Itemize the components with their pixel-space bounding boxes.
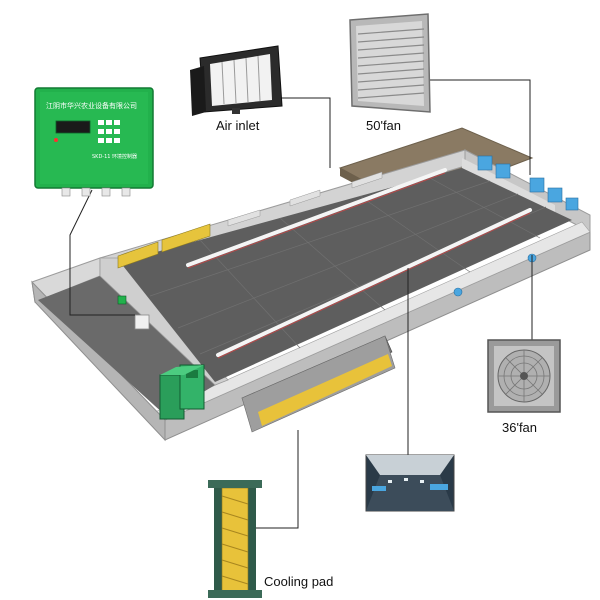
label-air-inlet: Air inlet <box>216 118 260 133</box>
main-floor <box>120 168 572 382</box>
controller-keypad <box>98 120 120 143</box>
wall-cooling-pad <box>241 335 396 433</box>
heater-unit <box>159 364 205 420</box>
callout-cooling-pad <box>240 430 299 529</box>
label-50fan: 50'fan <box>366 118 402 133</box>
air-inlet-callout <box>190 45 283 116</box>
callout-50fan <box>425 79 531 175</box>
controller-callout: 江阴市华兴农业设备有限公司 SKD-11 环境控制器 <box>34 87 154 197</box>
cooling-pad-callout <box>208 480 262 598</box>
light-strip-left-shade <box>187 172 446 269</box>
callout-controller <box>69 189 135 316</box>
controller-display <box>55 120 91 134</box>
light-strip-right <box>216 208 532 357</box>
light-strip-left <box>186 168 447 267</box>
controller-indicator <box>54 138 58 142</box>
end-wall-fans <box>477 155 579 211</box>
controller-company-text: 江阴市华兴农业设备有限公司 <box>46 101 137 110</box>
wall-air-inlets <box>117 171 383 269</box>
label-cooling-pad: Cooling pad <box>264 574 334 589</box>
control-box <box>134 314 150 330</box>
controller-small-text: SKD-11 环境控制器 <box>92 153 137 160</box>
interior-photo-callout <box>365 454 455 512</box>
mounted-controller <box>117 295 127 305</box>
label-36fan: 36'fan <box>502 420 538 435</box>
fan-50-callout <box>349 13 431 113</box>
callout-lines <box>69 79 533 529</box>
callout-air-inlet <box>260 97 331 168</box>
fan-36-callout <box>487 339 561 413</box>
poultry-house <box>31 127 591 442</box>
controller-cable-glands <box>61 187 131 197</box>
light-strip-right-shade <box>217 212 531 359</box>
